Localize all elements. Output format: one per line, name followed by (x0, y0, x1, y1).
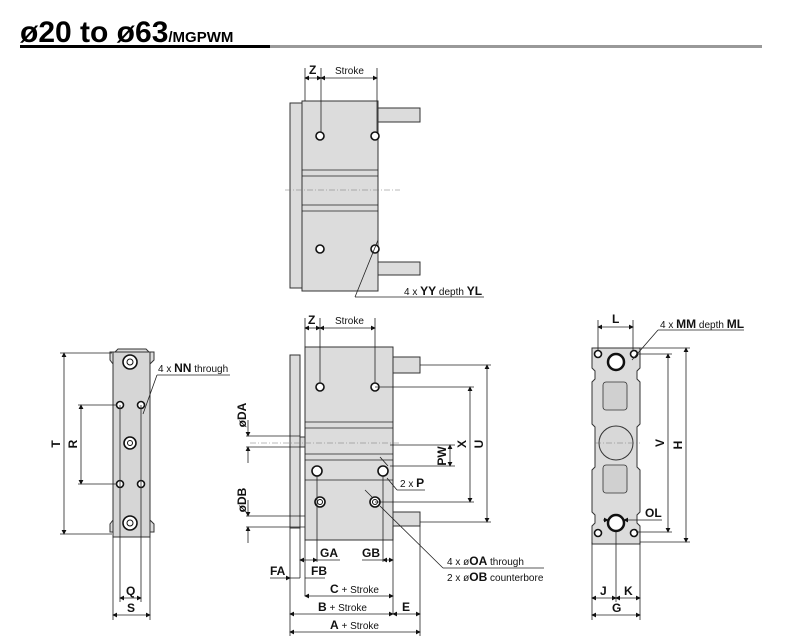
mount-hole (315, 131, 325, 141)
guide-rod-top (377, 107, 421, 123)
dim-gb: GB (362, 546, 380, 560)
guide-rod-bottom (377, 261, 421, 276)
top-view: Z Stroke 4 x YY depth YL (285, 63, 484, 298)
cylinder-body (304, 346, 394, 541)
mount-hole (315, 244, 325, 254)
dim-pw: PW (435, 446, 449, 466)
end-plate (289, 354, 301, 529)
mount-hole (370, 131, 380, 141)
dim-stroke: Stroke (335, 316, 364, 327)
dim-s: S (127, 601, 135, 615)
dim-c-stroke: C + Stroke (330, 582, 379, 596)
title-main: ø20 to ø63 (20, 16, 168, 49)
dim-q: Q (126, 584, 135, 598)
dim-a-stroke: A + Stroke (330, 618, 379, 632)
dim-db: øDB (235, 487, 249, 512)
dim-v: V (653, 439, 667, 447)
yy-depth-note: 4 x YY depth YL (404, 284, 482, 298)
dim-g: G (612, 601, 621, 615)
nn-through-note: 4 x NN through (158, 361, 228, 375)
guide-rod-bottom (392, 511, 421, 527)
mm-depth-note: 4 x MM depth ML (660, 317, 744, 331)
dim-z: Z (309, 63, 316, 77)
mount-hole (370, 244, 380, 254)
dim-h: H (671, 441, 685, 450)
title-rule-black (20, 45, 270, 48)
dim-j: J (600, 584, 607, 598)
ob-counterbore-note: 2 x øOB counterbore (447, 570, 544, 584)
page-title: ø20 to ø63/MGPWM (20, 16, 233, 49)
title-suffix: /MGPWM (168, 29, 233, 46)
dim-l: L (612, 312, 619, 326)
dim-da: øDA (235, 402, 249, 427)
dim-x: X (455, 440, 469, 448)
dim-b-stroke: B + Stroke (318, 600, 367, 614)
dim-r: R (66, 439, 80, 448)
left-view: T R Q S 4 x NN through (49, 348, 230, 620)
cylinder-body (301, 100, 379, 292)
guide-rod-top (392, 356, 421, 374)
dim-ol: OL (645, 506, 662, 520)
dim-ga: GA (320, 546, 338, 560)
dim-u: U (472, 440, 486, 449)
right-view: L 4 x MM depth ML V H OL J K G (591, 312, 744, 620)
p-port-note: 2 x P (400, 476, 424, 490)
oa-through-note: 4 x øOA through (447, 554, 524, 568)
dim-k: K (624, 584, 633, 598)
dim-t: T (49, 440, 63, 448)
dim-fb: FB (311, 564, 327, 578)
end-plate (289, 102, 303, 289)
front-view: Z Stroke øDA øDB PW X U 2 x P 4 x øOA th… (235, 313, 544, 636)
dim-fa: FA (270, 564, 286, 578)
dim-e: E (402, 600, 410, 614)
dim-z: Z (308, 313, 315, 327)
title-rule-gray (270, 45, 762, 48)
dim-stroke: Stroke (335, 66, 364, 77)
